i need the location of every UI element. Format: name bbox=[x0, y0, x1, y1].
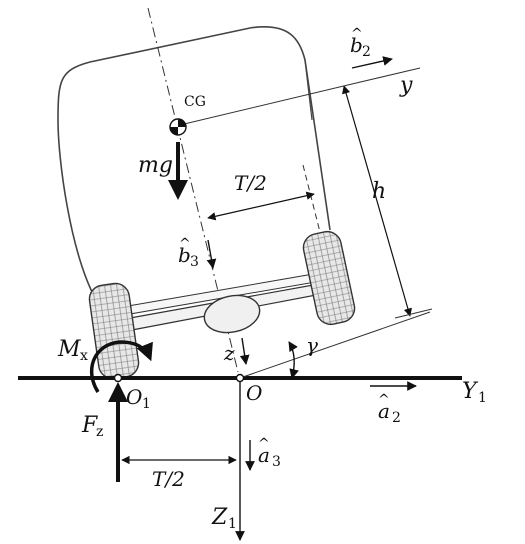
tilted-axle-line bbox=[239, 311, 431, 379]
z-arrow bbox=[239, 337, 250, 365]
svg-text:2: 2 bbox=[362, 44, 371, 60]
svg-text:1: 1 bbox=[228, 516, 237, 532]
svg-text:^: ^ bbox=[378, 392, 390, 408]
origin-o1-label: O 1 bbox=[126, 385, 151, 412]
roll-angle-arc bbox=[288, 341, 299, 379]
svg-text:Y: Y bbox=[462, 379, 479, 404]
left-wheel bbox=[88, 282, 140, 380]
half-track-top-label: T/2 bbox=[234, 171, 267, 195]
vehicle-body-outline bbox=[57, 26, 331, 299]
b2-arrow bbox=[351, 56, 393, 69]
svg-text:M: M bbox=[57, 337, 81, 362]
force-label: F z bbox=[81, 413, 103, 440]
svg-text:z: z bbox=[96, 424, 103, 440]
svg-text:F: F bbox=[81, 413, 98, 438]
svg-text:Z: Z bbox=[211, 505, 228, 530]
wheel-centerline bbox=[302, 164, 323, 241]
svg-text:O: O bbox=[126, 385, 142, 409]
height-extension-top bbox=[179, 83, 353, 126]
mg-label: mg bbox=[138, 153, 173, 178]
vehicle-body-right-edge bbox=[304, 59, 313, 121]
z1-axis-label: Z 1 bbox=[211, 505, 237, 532]
cg-label: CG bbox=[184, 94, 206, 110]
body-y-axis bbox=[351, 67, 421, 85]
svg-text:a: a bbox=[258, 443, 270, 467]
svg-text:1: 1 bbox=[478, 390, 487, 406]
b2-label: b 2 ^ bbox=[350, 26, 371, 60]
svg-text:3: 3 bbox=[190, 254, 199, 270]
svg-text:3: 3 bbox=[272, 454, 281, 470]
a3-label: a 3 ^ bbox=[258, 436, 281, 470]
svg-text:b: b bbox=[350, 33, 363, 57]
roll-angle-label: γ bbox=[306, 333, 318, 357]
right-wheel bbox=[302, 230, 356, 326]
body-y-axis-label: y bbox=[399, 73, 413, 98]
origin-o-label: O bbox=[246, 381, 262, 405]
height-extension-bottom bbox=[394, 308, 433, 319]
svg-text:1: 1 bbox=[142, 396, 151, 412]
half-track-top-dimension bbox=[207, 191, 315, 221]
svg-text:^: ^ bbox=[258, 436, 270, 452]
differential-housing bbox=[203, 294, 261, 334]
svg-text:^: ^ bbox=[179, 236, 191, 252]
curved-arrow-icon bbox=[89, 340, 153, 393]
svg-text:x: x bbox=[80, 348, 88, 364]
b3-label: b 3 ^ bbox=[178, 236, 199, 270]
height-dimension-line bbox=[342, 85, 412, 317]
moment-label: M x bbox=[57, 337, 88, 364]
z-axis-label: z bbox=[223, 341, 235, 365]
y1-axis-label: Y 1 bbox=[462, 379, 487, 406]
svg-text:2: 2 bbox=[392, 410, 401, 426]
height-label: h bbox=[372, 179, 386, 204]
vehicle-centerline bbox=[147, 7, 239, 373]
checkered-circle-icon bbox=[169, 118, 187, 136]
origin-o1-point bbox=[113, 373, 123, 383]
half-track-bottom-label: T/2 bbox=[152, 467, 185, 491]
b3-arrow bbox=[206, 239, 217, 269]
svg-text:b: b bbox=[178, 243, 191, 267]
svg-text:a: a bbox=[378, 399, 390, 423]
origin-o-point bbox=[235, 373, 245, 383]
a2-label: a 2 ^ bbox=[378, 392, 401, 426]
svg-text:^: ^ bbox=[351, 26, 363, 42]
